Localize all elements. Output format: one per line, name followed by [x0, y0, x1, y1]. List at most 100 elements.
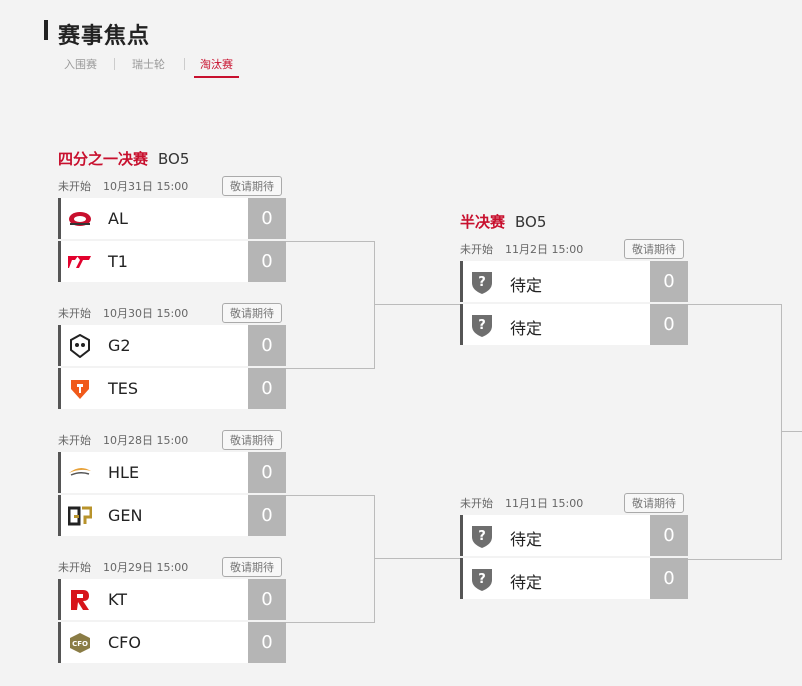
team-row-accent [460, 261, 463, 302]
match-status: 未开始 [58, 180, 91, 193]
team-row[interactable]: T1 0 [58, 241, 286, 282]
quarterfinals-heading: 四分之一决赛 BO5 [58, 148, 189, 169]
team-name: TES [108, 379, 139, 398]
team-name: GEN [108, 506, 143, 525]
match-datetime: 11月2日 15:00 [505, 243, 584, 256]
al-logo [68, 207, 92, 231]
page-title: 赛事焦点 [58, 24, 151, 49]
stage-format: BO5 [515, 213, 547, 231]
remind-button[interactable]: 敬请期待 [222, 176, 282, 196]
team-row[interactable]: HLE 0 [58, 452, 286, 493]
tab-play-in[interactable]: 入围赛 [64, 58, 97, 71]
bracket-connector [374, 558, 460, 559]
team-score: 0 [650, 304, 688, 345]
team-score: 0 [248, 495, 286, 536]
team-name: 待定 [510, 276, 543, 295]
team-name: KT [108, 590, 128, 609]
team-score: 0 [248, 579, 286, 620]
svg-text:?: ? [478, 529, 486, 544]
team-row-accent [58, 325, 61, 366]
match-datetime: 10月30日 15:00 [103, 307, 189, 320]
hle-logo [68, 461, 92, 485]
team-score: 0 [248, 241, 286, 282]
remind-button[interactable]: 敬请期待 [222, 557, 282, 577]
bracket-connector [286, 495, 375, 623]
team-row-accent [58, 241, 61, 282]
team-row[interactable]: ? 待定 0 [460, 515, 688, 556]
bracket-connector [286, 241, 375, 369]
title-accent-bar [44, 20, 48, 40]
team-score: 0 [248, 368, 286, 409]
team-row[interactable]: AL 0 [58, 198, 286, 239]
match-status: 未开始 [460, 497, 493, 510]
team-row-accent [460, 558, 463, 599]
team-name: CFO [108, 633, 141, 652]
team-score: 0 [650, 558, 688, 599]
match-status: 未开始 [58, 561, 91, 574]
match-datetime: 10月29日 15:00 [103, 561, 189, 574]
question-shield-icon: ? [470, 524, 494, 548]
team-score: 0 [650, 261, 688, 302]
svg-text:?: ? [478, 318, 486, 333]
match-datetime: 10月28日 15:00 [103, 434, 189, 447]
team-row-accent [58, 368, 61, 409]
team-score: 0 [650, 515, 688, 556]
remind-button[interactable]: 敬请期待 [222, 430, 282, 450]
svg-text:CFO: CFO [72, 640, 88, 648]
team-row[interactable]: CFO CFO 0 [58, 622, 286, 663]
svg-text:?: ? [478, 572, 486, 587]
svg-text:?: ? [478, 275, 486, 290]
question-shield-icon: ? [470, 567, 494, 591]
team-row[interactable]: TES 0 [58, 368, 286, 409]
t1-logo [68, 250, 92, 274]
stage-name: 四分之一决赛 [58, 150, 149, 168]
team-score: 0 [248, 622, 286, 663]
team-row[interactable]: GEN 0 [58, 495, 286, 536]
team-score: 0 [248, 198, 286, 239]
team-row-accent [58, 198, 61, 239]
remind-button[interactable]: 敬请期待 [624, 493, 684, 513]
remind-button[interactable]: 敬请期待 [222, 303, 282, 323]
tes-logo [68, 377, 92, 401]
team-row[interactable]: KT 0 [58, 579, 286, 620]
match-status: 未开始 [58, 434, 91, 447]
team-name: AL [108, 209, 128, 228]
tab-knockout[interactable]: 淘汰赛 [194, 52, 239, 78]
bracket-connector [374, 304, 460, 305]
team-row[interactable]: ? 待定 0 [460, 304, 688, 345]
match-datetime: 11月1日 15:00 [505, 497, 584, 510]
match-status: 未开始 [460, 243, 493, 256]
gen-logo [68, 504, 92, 528]
g2-logo [68, 334, 92, 358]
team-row-accent [58, 622, 61, 663]
tab-divider [184, 58, 185, 70]
team-row-accent [58, 579, 61, 620]
bracket-connector [688, 304, 782, 560]
match-meta: 未开始 10月30日 15:00 [58, 305, 188, 321]
team-row-accent [460, 304, 463, 345]
team-row[interactable]: ? 待定 0 [460, 261, 688, 302]
match-status: 未开始 [58, 307, 91, 320]
remind-button[interactable]: 敬请期待 [624, 239, 684, 259]
question-shield-icon: ? [470, 270, 494, 294]
match-meta: 未开始 11月1日 15:00 [460, 495, 583, 511]
team-row-accent [58, 495, 61, 536]
team-name: T1 [108, 252, 128, 271]
team-name: 待定 [510, 530, 543, 549]
team-row-accent [460, 515, 463, 556]
tab-swiss[interactable]: 瑞士轮 [132, 58, 165, 71]
team-name: HLE [108, 463, 140, 482]
team-name: 待定 [510, 319, 543, 338]
cfo-logo: CFO [68, 631, 92, 655]
tab-divider [114, 58, 115, 70]
team-score: 0 [248, 452, 286, 493]
team-name: G2 [108, 336, 131, 355]
team-row-accent [58, 452, 61, 493]
stage-format: BO5 [158, 150, 190, 168]
match-meta: 未开始 11月2日 15:00 [460, 241, 583, 257]
bracket-connector [781, 431, 802, 432]
